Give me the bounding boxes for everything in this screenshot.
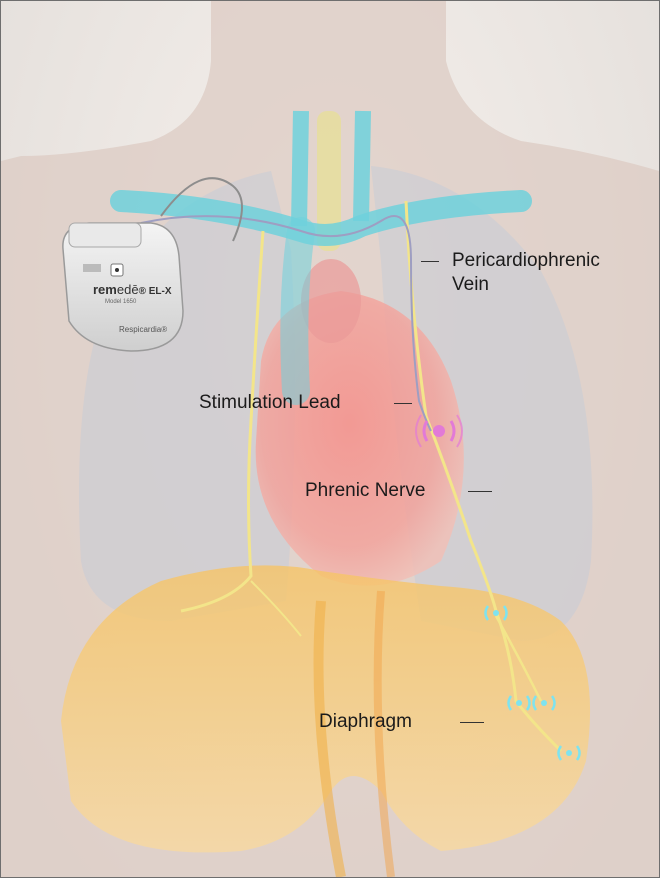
- pericardiophrenic-vein-label-line1: Pericardiophrenic: [452, 249, 600, 272]
- device-model-number: Model 1650: [105, 298, 136, 306]
- diaphragm-leader: [460, 722, 484, 723]
- device-brand: remedē® EL-X: [93, 282, 172, 299]
- superior-vena-cava: [294, 231, 301, 391]
- device-header: [69, 223, 141, 247]
- pericardiophrenic-vein-label-line2: Vein: [452, 273, 489, 296]
- device-brand-prefix: rem: [93, 282, 117, 297]
- pericardiophrenic-leader: [421, 261, 439, 262]
- device-brand-suffix: edē: [117, 282, 139, 297]
- jugular-vein-right: [361, 111, 363, 221]
- phrenic-nerve-label: Phrenic Nerve: [305, 479, 425, 502]
- device-port-dot: [115, 268, 119, 272]
- phrenic-nerve-leader: [468, 491, 492, 492]
- stimulation-lead-label: Stimulation Lead: [199, 391, 341, 414]
- stimulation-lead-leader: [394, 403, 412, 404]
- device-maker: Respicardia®: [119, 325, 167, 335]
- device-icon: [83, 264, 101, 272]
- jugular-vein-left: [299, 111, 301, 226]
- diaphragm-label: Diaphragm: [319, 710, 412, 733]
- device-model: ® EL-X: [139, 286, 172, 297]
